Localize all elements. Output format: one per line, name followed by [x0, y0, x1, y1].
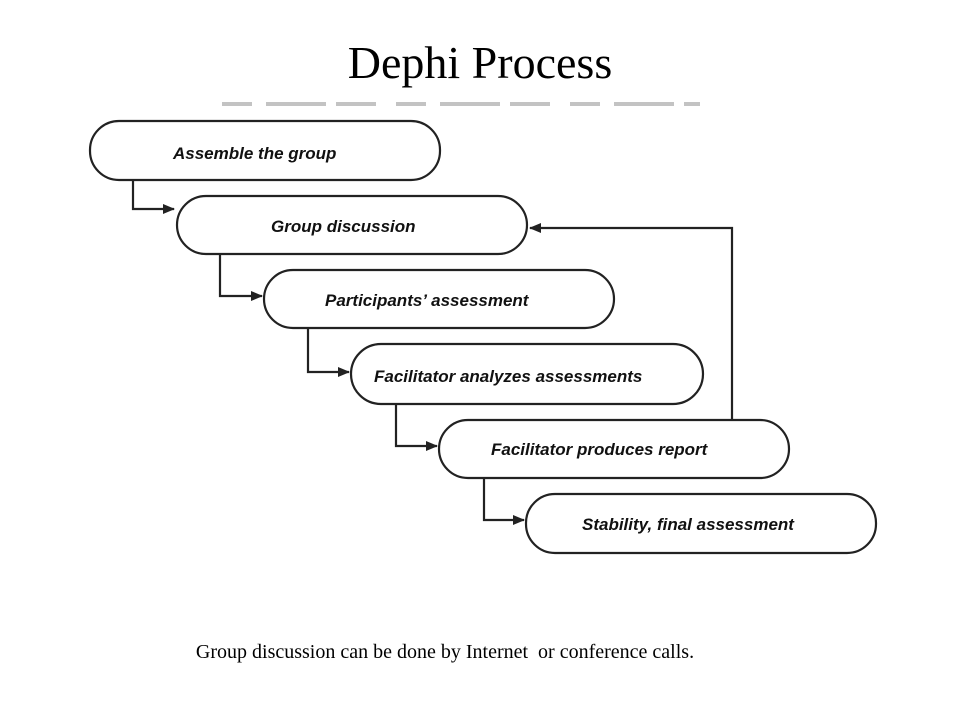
- step-box: [524, 492, 878, 555]
- step-connectors: [131, 180, 734, 525]
- connector-4-5: [394, 404, 438, 451]
- step-box: [349, 342, 705, 406]
- step-label: Facilitator analyzes assessments: [374, 367, 642, 386]
- step-label: Stability, final assessment: [582, 515, 795, 534]
- step-box: [175, 194, 529, 256]
- feedback-loop-connector: [529, 223, 734, 420]
- slide-caption: Group discussion can be done by Internet…: [195, 641, 695, 663]
- step-label: Group discussion: [271, 217, 416, 236]
- step-box: [437, 418, 791, 480]
- step-stability-final-assessment: Stability, final assessment: [524, 492, 878, 555]
- step-facilitator-analyzes-assessments: Facilitator analyzes assessments: [349, 342, 705, 406]
- step-box: [88, 119, 442, 182]
- step-participants-assessment: Participants’ assessment: [262, 268, 616, 330]
- connector-1-2: [131, 180, 175, 214]
- step-assemble-the-group: Assemble the group: [88, 119, 442, 182]
- step-label: Facilitator produces report: [491, 440, 709, 459]
- step-box: [262, 268, 616, 330]
- step-label: Participants’ assessment: [325, 291, 530, 310]
- step-label: Assemble the group: [172, 144, 336, 163]
- connector-3-4: [306, 328, 350, 377]
- page-title: Dephi Process: [347, 37, 613, 88]
- step-facilitator-produces-report: Facilitator produces report: [437, 418, 791, 480]
- connector-5-6: [482, 478, 525, 525]
- connector-2-3: [218, 254, 263, 301]
- step-group-discussion: Group discussion: [175, 194, 529, 256]
